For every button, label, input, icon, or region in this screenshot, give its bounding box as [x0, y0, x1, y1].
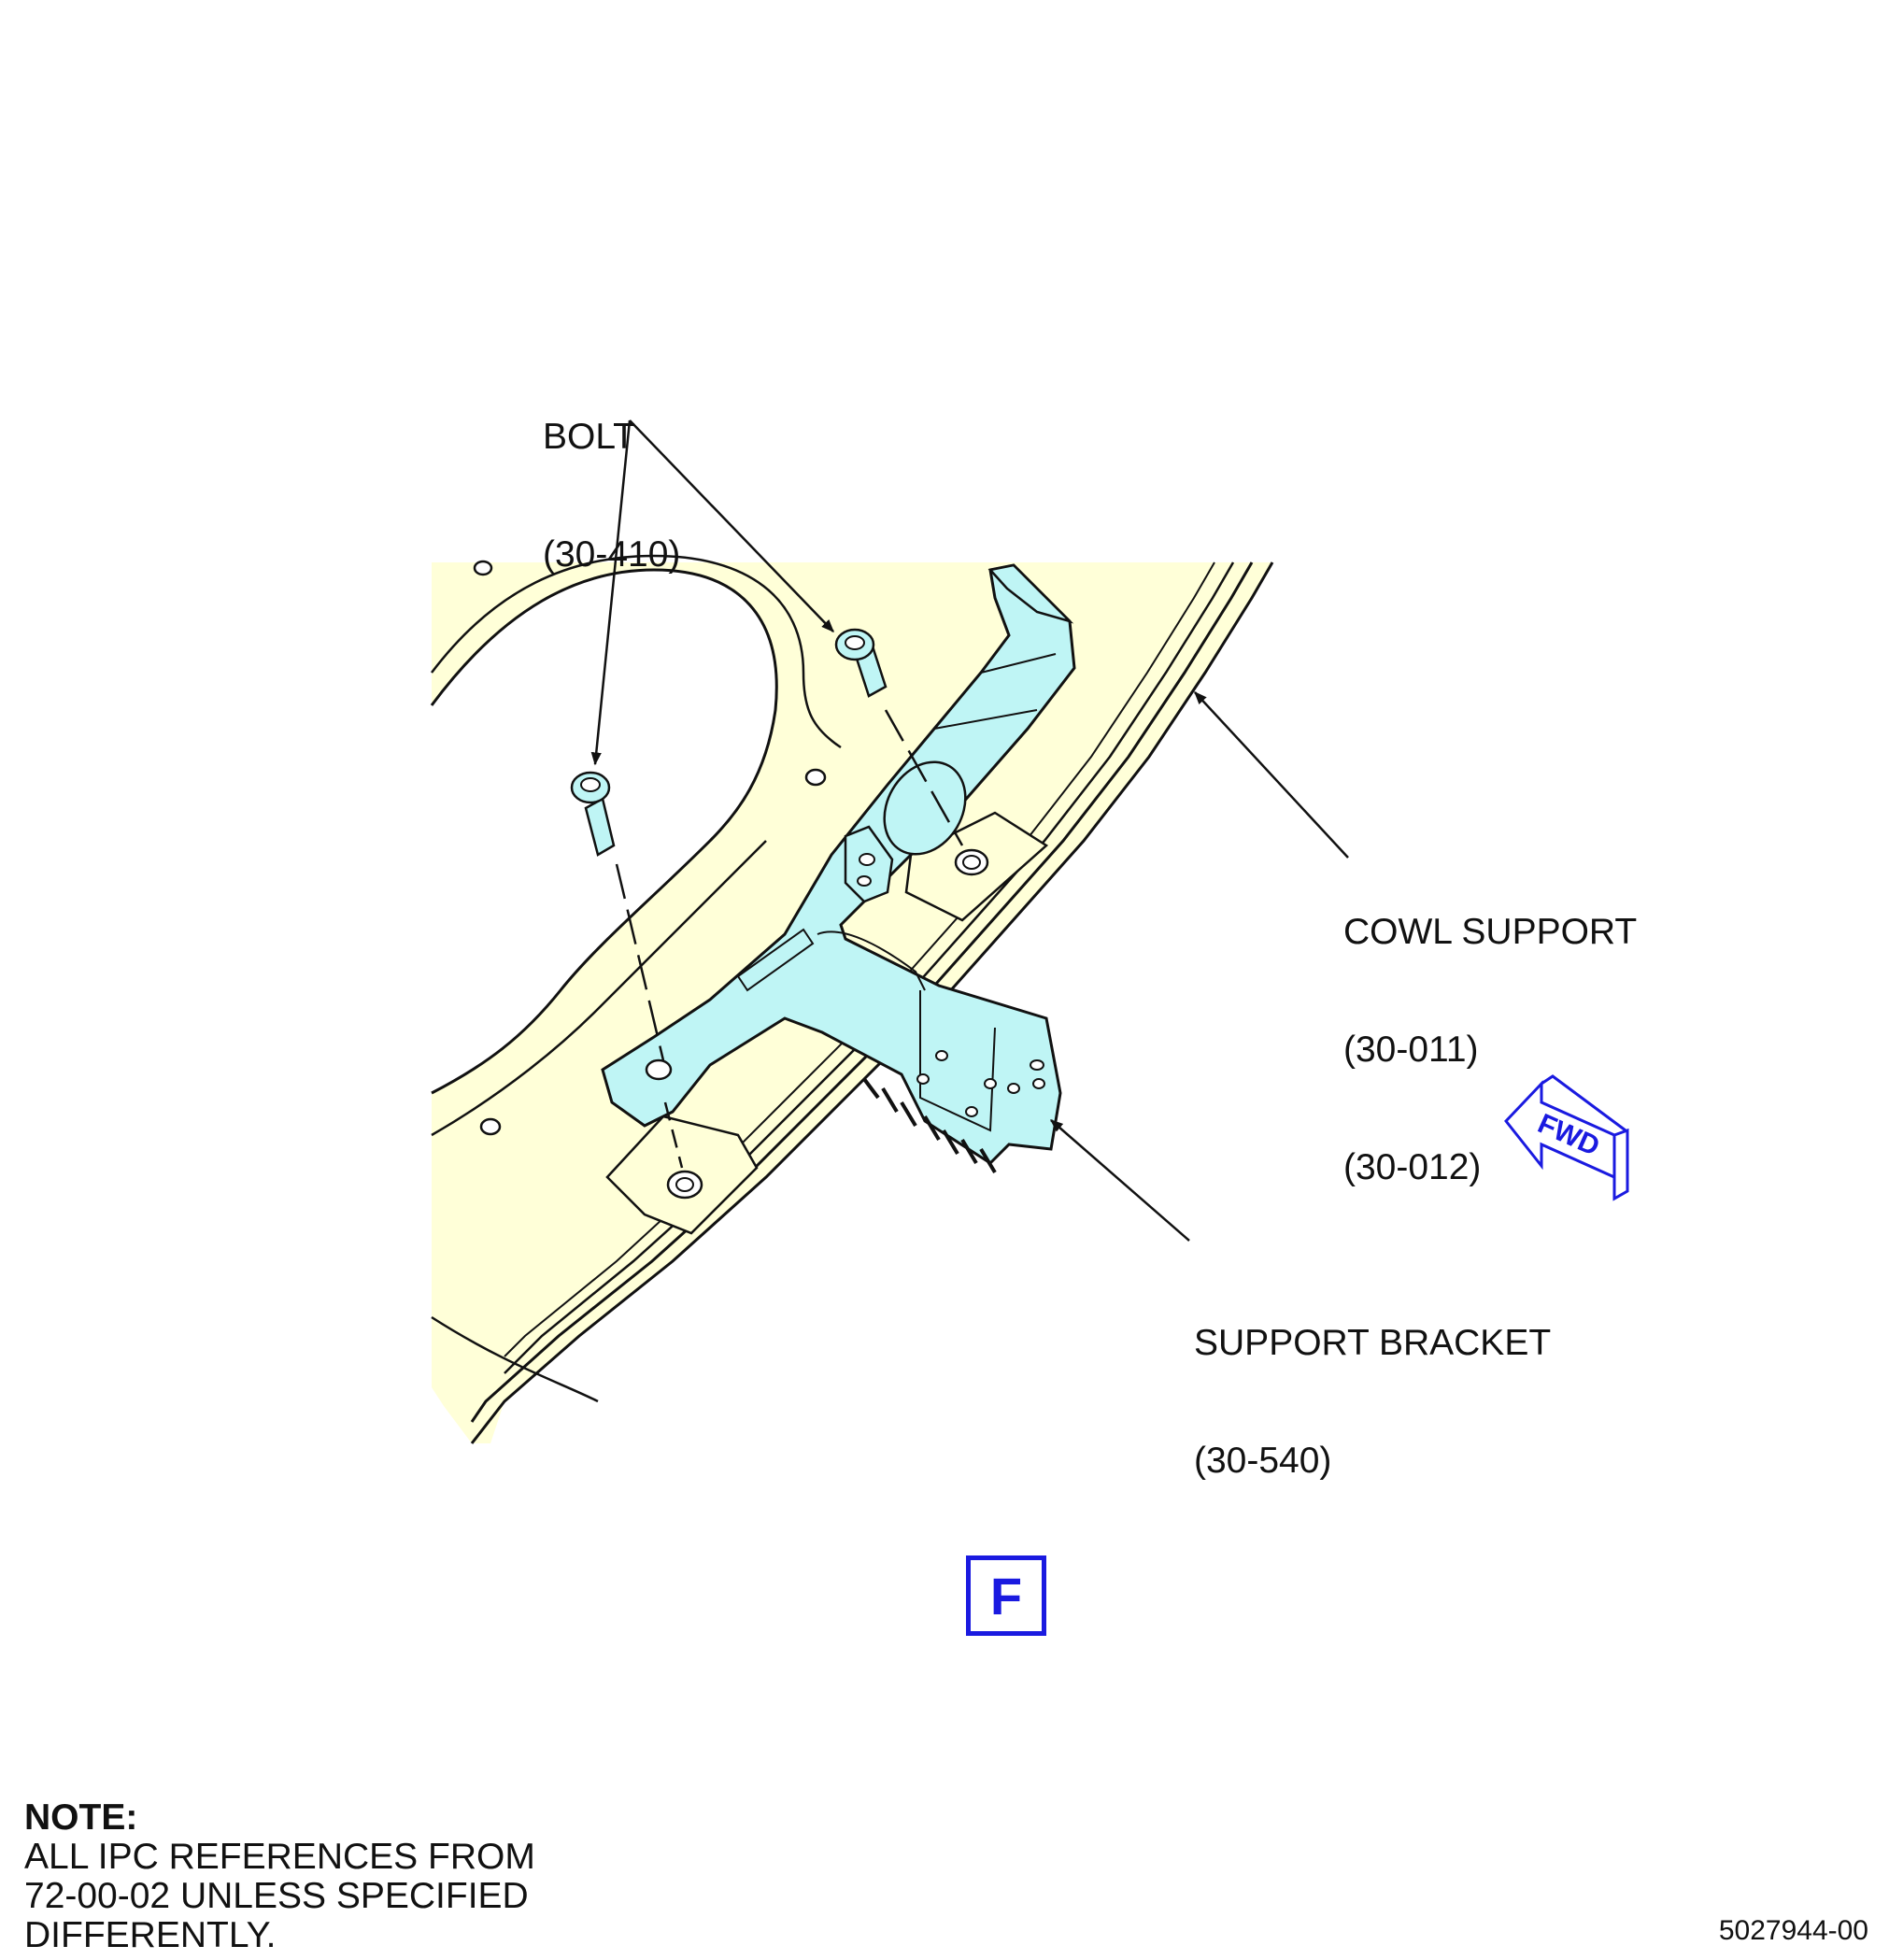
bolt-callout: BOLT (30-410) — [543, 339, 680, 614]
installation-paths — [615, 709, 964, 1169]
view-letter: F — [989, 1566, 1023, 1626]
cowl-support-callout-name: COWL SUPPORT — [1343, 912, 1638, 952]
note-line-3: DIFFERENTLY. — [24, 1915, 277, 1955]
note-block: NOTE: ALL IPC REFERENCES FROM 72-00-02 U… — [24, 1798, 535, 1955]
note-line-2: 72-00-02 UNLESS SPECIFIED — [24, 1876, 529, 1916]
bolt-callout-name: BOLT — [543, 417, 635, 457]
cowl-support-callout-ref1: (30-011) — [1343, 1030, 1479, 1070]
note-line-1: ALL IPC REFERENCES FROM — [24, 1837, 535, 1877]
bolt-upper — [834, 628, 888, 698]
callout-leaders — [590, 419, 1349, 1242]
note-title: NOTE: — [24, 1797, 138, 1838]
support-bracket — [601, 563, 1076, 1174]
support-bracket-callout-ref: (30-540) — [1194, 1441, 1332, 1481]
support-bracket-callout-name: SUPPORT BRACKET — [1194, 1323, 1552, 1363]
cowl-support-callout: COWL SUPPORT (30-011) (30-012) — [1343, 834, 1637, 1227]
support-bracket-callout: SUPPORT BRACKET (30-540) — [1194, 1245, 1551, 1520]
cowl-support-callout-ref2: (30-012) — [1343, 1147, 1482, 1187]
figure-id: 5027944-00 — [1718, 1915, 1868, 1946]
bolt-lower — [570, 771, 616, 857]
bolt-callout-ref: (30-410) — [543, 534, 681, 575]
view-letter-box: F — [966, 1555, 1046, 1636]
